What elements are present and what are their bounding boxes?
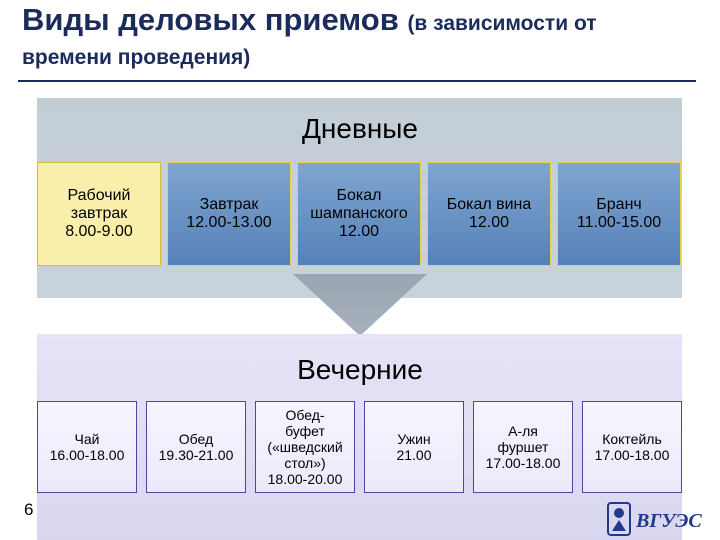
title-line-1: Виды деловых приемов (в зависимости от [22, 2, 712, 38]
day-card: Бокал вина 12.00 [427, 162, 551, 266]
evening-card: Обед 19.30-21.00 [146, 401, 246, 493]
day-card: Рабочий завтрак 8.00-9.00 [37, 162, 161, 266]
evening-card: Коктейль 17.00-18.00 [582, 401, 682, 493]
day-section-label: Дневные [301, 113, 419, 144]
evening-section-label: Вечерние [297, 354, 423, 385]
page-number: 6 [24, 500, 34, 519]
title-sub: (в зависимости от [407, 12, 597, 35]
evening-card: Ужин 21.00 [364, 401, 464, 493]
day-card: Бранч 11.00-15.00 [557, 162, 681, 266]
down-arrow-icon [293, 274, 427, 336]
title-line-2: времени проведения) [22, 46, 251, 69]
evening-cards-row: Чай 16.00-18.00 Обед 19.30-21.00 Обед- б… [37, 401, 682, 493]
day-card: Завтрак 12.00-13.00 [167, 162, 291, 266]
evening-section-band [37, 334, 682, 540]
day-cards-row: Рабочий завтрак 8.00-9.00 Завтрак 12.00-… [37, 162, 682, 266]
evening-card: Чай 16.00-18.00 [37, 401, 137, 493]
title-divider [18, 80, 696, 82]
logo-text: ВГУЭС [635, 510, 702, 532]
evening-card: А-ля фуршет 17.00-18.00 [473, 401, 573, 493]
day-card: Бокал шампанского 12.00 [297, 162, 421, 266]
university-emblem-icon [607, 502, 631, 536]
title-main: Виды деловых приемов [22, 2, 399, 37]
university-logo: ВГУЭС [607, 502, 702, 536]
evening-card: Обед- буфет («шведский стол») 18.00-20.0… [255, 401, 355, 493]
